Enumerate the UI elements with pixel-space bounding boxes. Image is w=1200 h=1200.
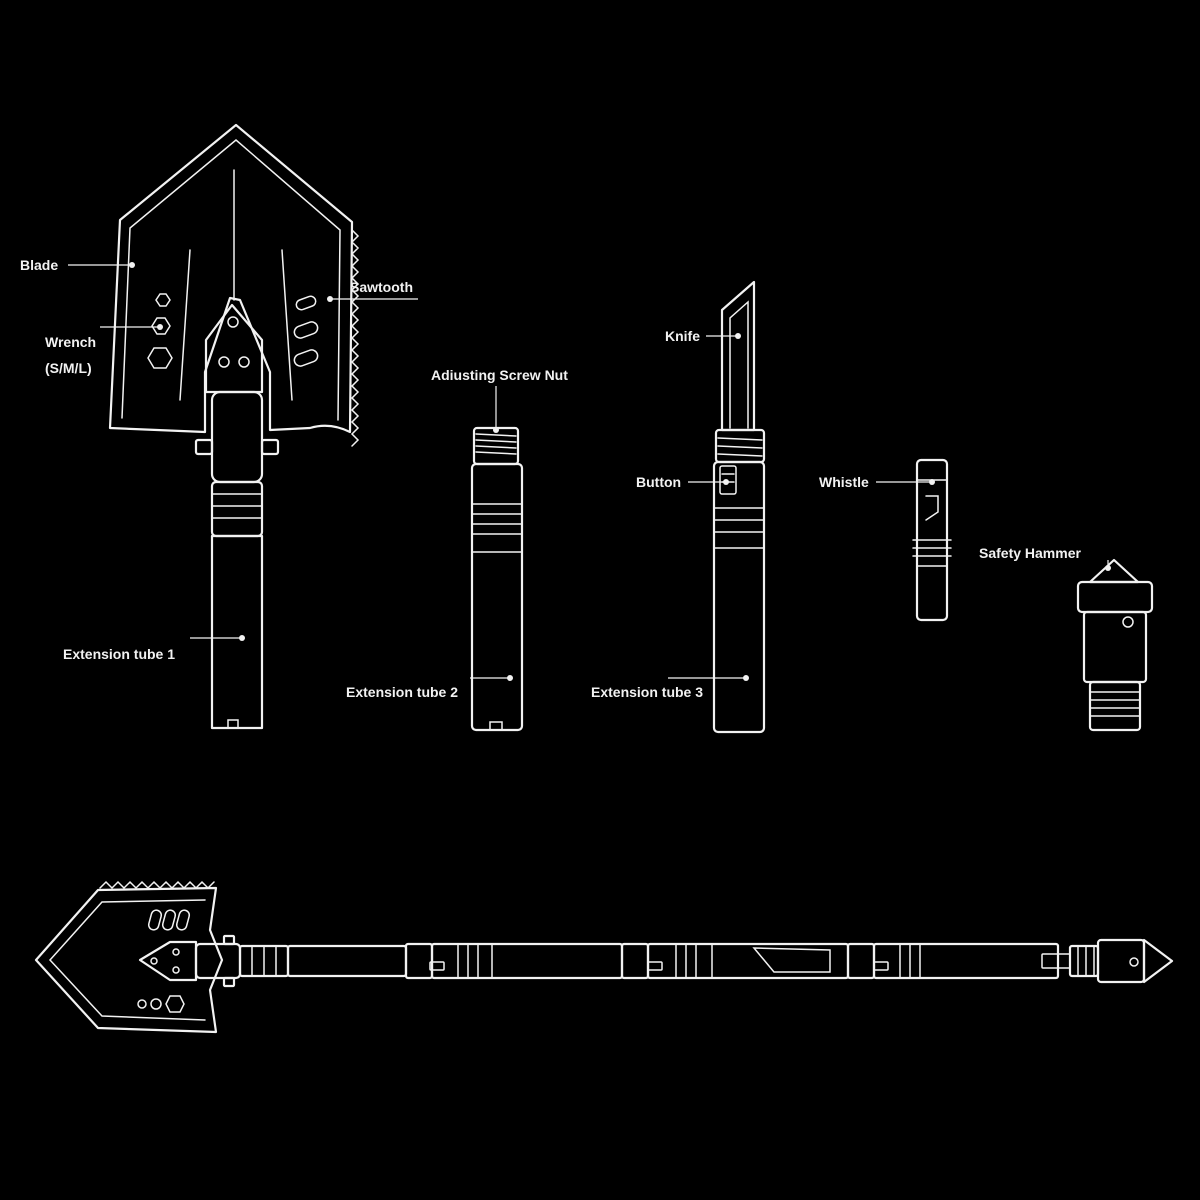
wrench-hex-small bbox=[155, 293, 171, 307]
extension-tube-2 bbox=[470, 462, 524, 732]
extension-tube-3-assembly bbox=[712, 280, 766, 734]
hinge-rivet bbox=[218, 356, 230, 368]
blade-dot bbox=[129, 262, 135, 268]
assembled-shovel bbox=[34, 880, 1174, 1034]
blade bbox=[108, 123, 354, 434]
release-button bbox=[719, 465, 737, 495]
shovel-head-assembly bbox=[108, 123, 360, 730]
extension-tube-3-label: Extension tube 3 bbox=[591, 684, 703, 700]
thread-line bbox=[717, 437, 763, 441]
blade-label: Blade bbox=[20, 257, 58, 273]
button-label: Button bbox=[636, 474, 681, 490]
tube-1-notch bbox=[227, 719, 239, 729]
sawtooth-label: Sawtooth bbox=[350, 279, 413, 295]
thread-line bbox=[475, 433, 517, 437]
hammer-hole bbox=[1122, 616, 1134, 628]
hinge-rivet bbox=[172, 966, 180, 974]
hinge-rivet bbox=[227, 316, 239, 328]
blade-slot bbox=[293, 349, 319, 367]
hinge-rivet bbox=[172, 948, 180, 956]
sawtooth-edge bbox=[350, 229, 360, 447]
assembled-hammer-tip bbox=[1142, 938, 1174, 984]
wrench-sizes-label: (S/M/L) bbox=[45, 360, 92, 376]
knife-dot bbox=[735, 333, 741, 339]
adjusting-screw-nut-label: Adiusting Screw Nut bbox=[431, 367, 568, 383]
extension-tube-3 bbox=[712, 460, 766, 734]
knife-edge bbox=[729, 300, 749, 429]
safety-hammer-label: Safety Hammer bbox=[979, 545, 1081, 561]
button-dot bbox=[723, 479, 729, 485]
safety-hammer-dot bbox=[1105, 565, 1111, 571]
tube-1-dot bbox=[239, 635, 245, 641]
assembled-knob bbox=[222, 976, 236, 988]
hinge-rivet bbox=[150, 957, 158, 965]
assembled-button bbox=[429, 961, 445, 971]
hammer-hole bbox=[1129, 957, 1139, 967]
assembled-whistle-tube bbox=[872, 942, 1060, 980]
blade-groove-right bbox=[281, 249, 293, 401]
whistle-mouth bbox=[925, 495, 939, 521]
sawtooth-dot bbox=[327, 296, 333, 302]
screw-nut-dot bbox=[493, 427, 499, 433]
thread-line bbox=[475, 439, 517, 443]
whistle-label: Whistle bbox=[819, 474, 869, 490]
hammer-thread bbox=[1088, 680, 1142, 732]
tube-3-dot bbox=[743, 675, 749, 681]
extension-tube-1 bbox=[210, 534, 264, 730]
wrench-hex-medium bbox=[150, 998, 162, 1010]
blade-slot bbox=[147, 909, 163, 931]
callouts bbox=[68, 262, 1111, 681]
blade-groove-left bbox=[179, 249, 191, 401]
blade-inner-rim bbox=[121, 139, 341, 421]
thread-line bbox=[717, 445, 763, 449]
wrench-hex-large bbox=[165, 995, 185, 1013]
blade-slot bbox=[293, 321, 319, 339]
locking-knob-left bbox=[194, 438, 214, 456]
assembled-knob bbox=[222, 934, 236, 946]
hinge-rivet bbox=[238, 356, 250, 368]
extension-tube-2-assembly bbox=[470, 426, 524, 732]
thread-line bbox=[475, 451, 517, 455]
whistle-assembly bbox=[912, 458, 952, 622]
locking-knob-right bbox=[260, 438, 280, 456]
thread-line bbox=[717, 453, 763, 457]
wrench-hex-small bbox=[137, 999, 147, 1009]
tube-2-dot bbox=[507, 675, 513, 681]
blade-slot bbox=[175, 909, 191, 931]
assembled-knife bbox=[752, 947, 831, 973]
extension-tube-1-label: Extension tube 1 bbox=[63, 646, 175, 662]
blade-slot bbox=[295, 295, 317, 311]
wrench-label: Wrench bbox=[45, 334, 96, 350]
safety-hammer-assembly bbox=[1076, 558, 1154, 732]
blade-slot bbox=[161, 909, 177, 931]
wrench-dot bbox=[157, 324, 163, 330]
wrench-hex-medium bbox=[151, 317, 171, 335]
labels: Blade Sawtooth Wrench (S/M/L) Adiusting … bbox=[20, 257, 1081, 700]
wrench-hex-large bbox=[147, 347, 173, 369]
assembled-blade bbox=[34, 886, 224, 1034]
tube-2-notch bbox=[489, 721, 503, 731]
whistle-dot bbox=[929, 479, 935, 485]
thread-line bbox=[475, 445, 517, 449]
knife-label: Knife bbox=[665, 328, 700, 344]
assembled-sawtooth bbox=[99, 880, 215, 890]
assembled-blade-rim bbox=[48, 899, 206, 1021]
extension-tube-2-label: Extension tube 2 bbox=[346, 684, 458, 700]
